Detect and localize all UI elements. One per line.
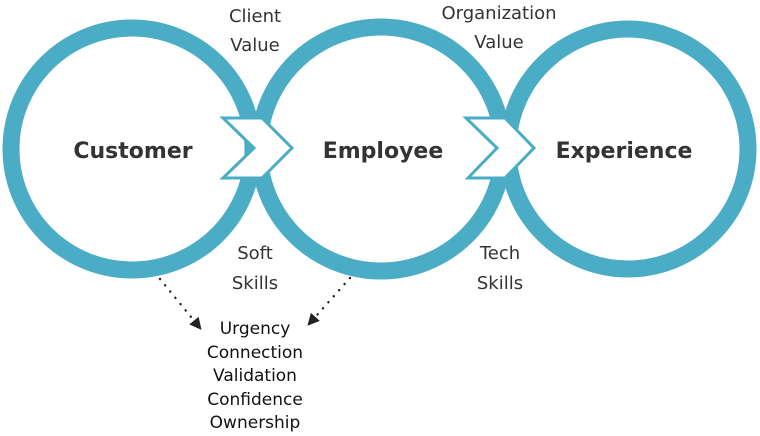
list-item: Urgency <box>220 319 291 339</box>
tech-skills-label-line2: Skills <box>477 273 523 294</box>
dotted-arrow-right <box>307 276 352 326</box>
list-item: Connection <box>207 343 303 363</box>
organization-value-label-line1: Organization <box>441 3 556 24</box>
employee-label: Employee <box>323 139 444 164</box>
client-value-label-line2: Value <box>230 35 279 56</box>
tech-skills-label-line1: Tech <box>479 243 520 264</box>
soft-skills-list: Urgency Connection Validation Confidence… <box>207 319 303 433</box>
chevron-right-icon <box>219 116 295 180</box>
experience-label: Experience <box>556 139 693 164</box>
chevron-right-icon <box>462 116 537 180</box>
organization-value-label-line2: Value <box>474 32 523 53</box>
dotted-arrow-left <box>158 277 202 330</box>
soft-skills-label-line2: Skills <box>232 273 278 294</box>
list-item: Ownership <box>210 413 301 433</box>
customer-label: Customer <box>73 139 192 164</box>
soft-skills-label-line1: Soft <box>237 243 273 264</box>
list-item: Validation <box>213 366 297 386</box>
list-item: Confidence <box>207 390 303 410</box>
client-value-label-line1: Client <box>229 6 281 27</box>
